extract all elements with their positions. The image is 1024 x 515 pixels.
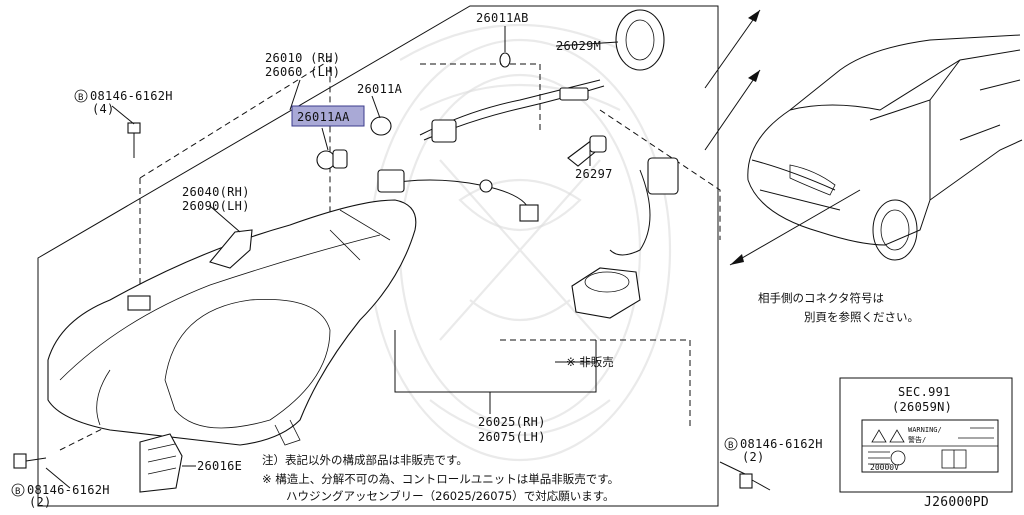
label-26297: 26297 (575, 167, 613, 181)
car-illustration (747, 34, 1023, 261)
bolt-label-top-left: B 08146-6162H (4) (74, 89, 173, 116)
ballast-26025 (571, 267, 641, 319)
pointer-arrows (704, 9, 861, 266)
bolt-marker: B (15, 487, 20, 497)
diagram-code: J26000PD (924, 495, 989, 510)
label-26075: 26075(LH) (478, 430, 546, 444)
label-26090: 26090(LH) (182, 199, 250, 213)
label-26040: 26040(RH) (182, 185, 250, 199)
label-26016E: 26016E (197, 459, 242, 473)
bolt-label-bottom-right: B 08146-6162H (2) (724, 437, 823, 464)
bolt-code-bottom-right: 08146-6162H (740, 437, 823, 451)
assembly-frame (37, 5, 719, 507)
not-sold-note: ※ 非販売 (566, 355, 614, 369)
headlamp-warning-icon (868, 450, 906, 466)
bolt-label-bottom-left: B 08146-6162H (2) (11, 483, 110, 509)
bolt-bottom-right (739, 473, 771, 491)
warning-triangle-icon (871, 429, 905, 443)
warning-text-jp: 警告/ (908, 435, 926, 444)
dust-cap-26029M (615, 9, 665, 71)
xenon-bulb-26297 (567, 135, 607, 167)
label-box-frame (839, 377, 1013, 493)
highlight-26011AA (291, 105, 365, 127)
bulb-26011AB (499, 52, 511, 68)
label-26025: 26025(RH) (478, 415, 546, 429)
bolt-qty-bottom-left: (2) (29, 495, 52, 509)
label-26011AA: 26011AA (297, 110, 350, 124)
bracket-26040 (209, 229, 253, 269)
bolt-code-bottom-left: 08146-6162H (27, 483, 110, 497)
label-26029M: 26029M (556, 39, 601, 53)
warning-text: WARNING/ (908, 426, 942, 434)
top-cap-guide (420, 63, 541, 130)
sec-code: (26059N) (892, 400, 952, 414)
wiring-harness (377, 79, 679, 256)
ballast-guide (500, 339, 691, 430)
voltage-text: 20000V (870, 463, 899, 472)
footnote-2: ※ 構造上、分解不可の為、コントロールユニットは単品非販売です。 (262, 472, 619, 486)
igniter-guide (599, 109, 721, 240)
bulb-26011AA (316, 149, 348, 170)
leader-lines (45, 26, 746, 489)
connector-note-line1: 相手側のコネクタ符号は (758, 291, 884, 305)
bolt-code-top-left: 08146-6162H (90, 89, 173, 103)
footnote-3: ハウジングアッセンブリー（26025/26075）で対応願います。 (286, 489, 615, 503)
connector-note-line2: 別頁を参照ください。 (804, 310, 919, 324)
bolt-qty-top-left: (4) (92, 102, 115, 116)
sec-reference: SEC.991 (898, 385, 951, 399)
headlamp-housing (47, 199, 417, 446)
bolt-qty-bottom-right: (2) (742, 450, 765, 464)
bolt-top-left (127, 122, 141, 158)
manual-book-icon (941, 449, 967, 469)
label-26010: 26010 (RH) (265, 51, 340, 65)
bolt-marker: B (728, 441, 733, 451)
connector-26016E (139, 433, 183, 493)
label-26011AB: 26011AB (476, 11, 529, 25)
bolt-marker: B (78, 93, 83, 103)
footnote-1: 注）表記以外の構成部品は非販売です。 (262, 453, 468, 467)
bulb-26011A (370, 116, 392, 136)
watermark-emblem (368, 24, 672, 462)
label-26011A: 26011A (357, 82, 403, 96)
bolt-bottom-left (13, 453, 47, 469)
label-26060: 26060 (LH) (265, 65, 340, 79)
